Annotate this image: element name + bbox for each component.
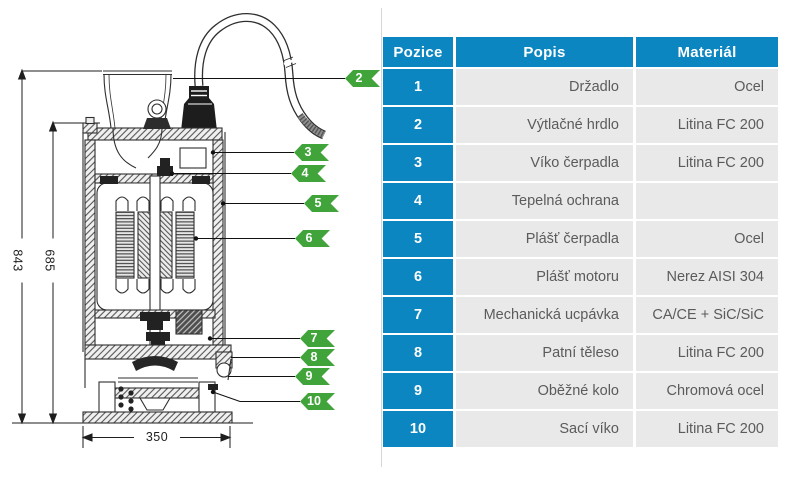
cell-position: 7 [383, 297, 453, 333]
thermal-protector [157, 158, 173, 176]
cell-description: Držadlo [456, 69, 633, 105]
callout-flag-5: 5 [304, 195, 339, 212]
cell-material: Ocel [636, 69, 778, 105]
col-header-position: Pozice [383, 37, 453, 67]
base-housing [84, 344, 233, 388]
cell-description: Výtlačné hrdlo [456, 107, 633, 143]
cell-position: 3 [383, 145, 453, 181]
cell-description: Plášť motoru [456, 259, 633, 295]
cell-position: 2 [383, 107, 453, 143]
suction-cover [82, 381, 233, 424]
leader-lines [169, 77, 345, 403]
callout-flag-7: 7 [300, 330, 335, 347]
callout-flag-2: 2 [345, 70, 380, 87]
cell-description: Mechanická ucpávka [456, 297, 633, 333]
power-cable [194, 13, 326, 140]
cell-material: Litina FC 200 [636, 107, 778, 143]
cell-material: Litina FC 200 [636, 145, 778, 181]
dimension-label-overall-height: 843 [10, 238, 25, 283]
col-header-description: Popis [456, 37, 633, 67]
impeller [118, 356, 198, 383]
cell-description: Oběžné kolo [456, 373, 633, 409]
callout-flag-10: 10 [300, 393, 335, 410]
cell-material [636, 183, 778, 219]
cell-material: CA/CE + SiC/SiC [636, 297, 778, 333]
cable-gland [180, 86, 218, 140]
callout-flag-3: 3 [294, 144, 329, 161]
cell-position: 1 [383, 69, 453, 105]
cell-description: Tepelná ochrana [456, 183, 633, 219]
cell-position: 6 [383, 259, 453, 295]
cell-position: 4 [383, 183, 453, 219]
cell-material: Nerez AISI 304 [636, 259, 778, 295]
discharge-outlet [103, 70, 172, 129]
cell-description: Sací víko [456, 411, 633, 447]
cell-material: Litina FC 200 [636, 411, 778, 447]
cell-description: Víko čerpadla [456, 145, 633, 181]
callout-flag-4: 4 [291, 165, 326, 182]
cell-description: Plášť čerpadla [456, 221, 633, 257]
pump-drawing-panel: 843 685 350 2 3 4 5 6 7 8 9 10 [0, 0, 381, 493]
dimension-label-base-width: 350 [135, 431, 179, 444]
panel-divider [381, 8, 382, 467]
motor-windings [115, 211, 195, 279]
cell-material: Ocel [636, 221, 778, 257]
lifting-eyelet [143, 99, 171, 129]
cell-position: 8 [383, 335, 453, 371]
col-header-material: Materiál [636, 37, 778, 67]
cell-material: Chromová ocel [636, 373, 778, 409]
callout-flag-6: 6 [295, 230, 330, 247]
base-plate [82, 411, 233, 424]
callout-flag-8: 8 [300, 349, 335, 366]
dimension-label-body-height: 685 [42, 238, 57, 283]
cell-position: 9 [383, 373, 453, 409]
cell-position: 10 [383, 411, 453, 447]
dimension-lines [12, 68, 253, 448]
mechanical-seal [94, 309, 216, 348]
cell-description: Patní těleso [456, 335, 633, 371]
cell-position: 5 [383, 221, 453, 257]
table-header-row: Pozice Popis Materiál [383, 37, 778, 67]
callout-flag-9: 9 [295, 368, 330, 385]
cell-material: Litina FC 200 [636, 335, 778, 371]
pump-cross-section-drawing [12, 13, 345, 448]
